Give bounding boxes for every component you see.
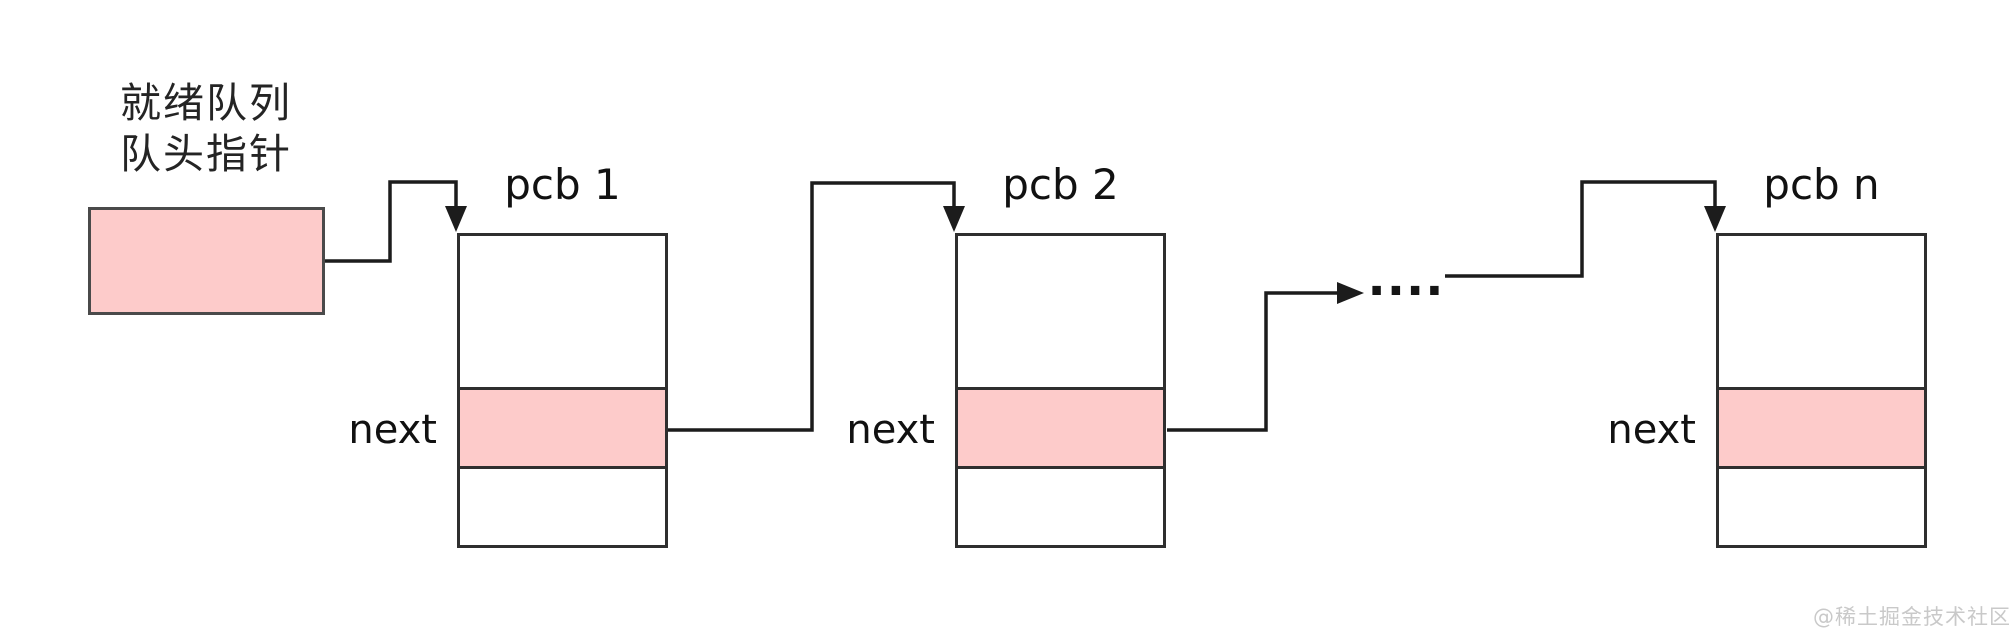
pcb2-section-next: [958, 387, 1163, 469]
watermark-text: @稀土掘金技术社区: [1813, 605, 2011, 629]
arrow-ellipsis-to-pcbn: [1445, 180, 1726, 278]
pcb2-box: [955, 233, 1166, 548]
pcbn-next-label: next: [1607, 407, 1696, 453]
pcb2-next-label: next: [846, 407, 935, 453]
head-pointer-title-line1: 就绪队列: [120, 79, 292, 127]
pcb1-label: pcb 1: [504, 160, 621, 209]
pcbn-section-top: [1719, 236, 1924, 387]
pcbn-section-next: [1719, 387, 1924, 469]
pcb1-section-top: [460, 236, 665, 387]
head-pointer-box: [88, 207, 325, 315]
pcb1-box: [457, 233, 668, 548]
pcb2-section-top: [958, 236, 1163, 387]
pcb2-section-bottom: [958, 469, 1163, 545]
pcb1-section-next: [460, 387, 665, 469]
pcb1-next-label: next: [348, 407, 437, 453]
head-pointer-title-line2: 队头指针: [120, 130, 292, 178]
pcbn-section-bottom: [1719, 469, 1924, 545]
arrow-head-to-pcb1: [325, 180, 467, 263]
pcb1-section-bottom: [460, 469, 665, 545]
pcbn-box: [1716, 233, 1927, 548]
head-pointer-title: 就绪队列 队头指针: [98, 78, 314, 180]
ellipsis-dots: ····: [1367, 263, 1445, 319]
arrow-pcb1-to-pcb2: [668, 181, 965, 432]
pcbn-label: pcb n: [1763, 160, 1880, 209]
arrow-pcb2-to-ellipsis: [1167, 282, 1364, 432]
pcb2-label: pcb 2: [1002, 160, 1119, 209]
